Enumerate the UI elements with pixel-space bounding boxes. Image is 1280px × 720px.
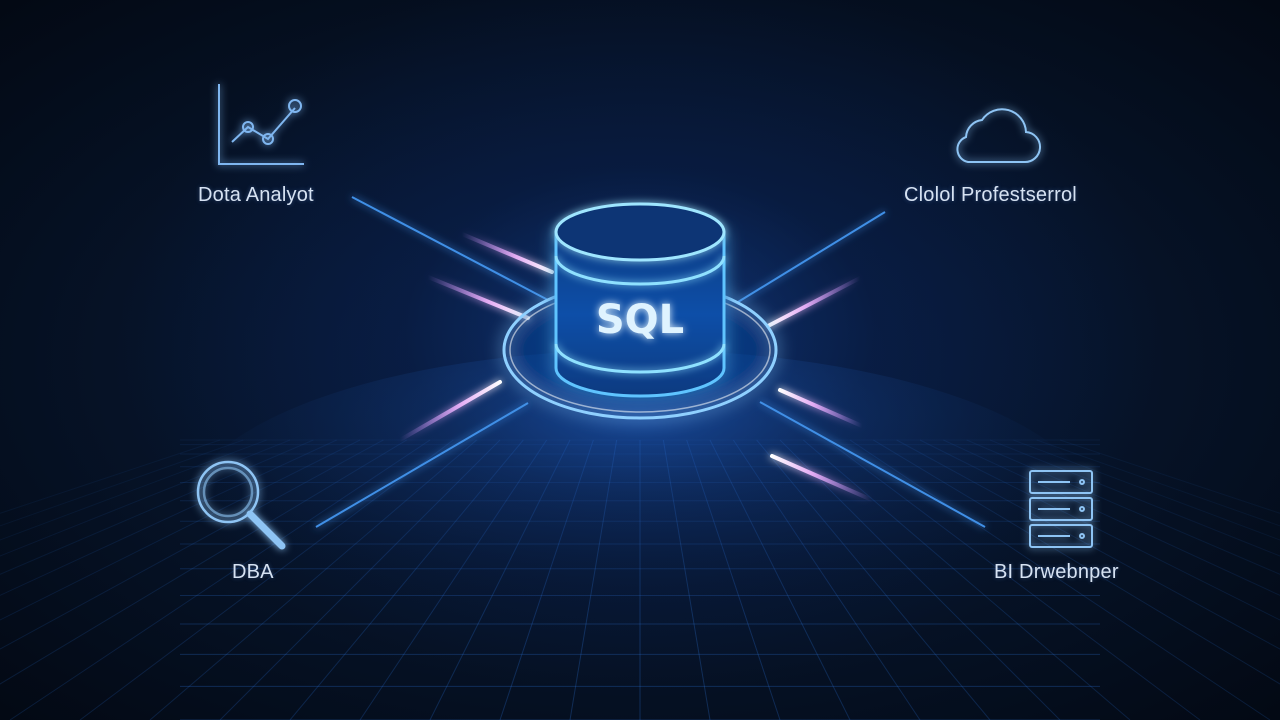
magnifier-handle <box>246 510 286 550</box>
server-led <box>1079 479 1085 485</box>
magnifier-lens <box>196 460 260 524</box>
server-led <box>1079 533 1085 539</box>
role-label-bi-developer: BI Drwebnper <box>994 561 1119 583</box>
server-unit <box>1029 524 1093 548</box>
chart-line <box>231 107 296 143</box>
cloud-icon <box>956 108 1042 164</box>
database-band-upper <box>554 255 726 286</box>
cloud-outline <box>956 108 1042 164</box>
chart-point <box>288 99 302 113</box>
database-body <box>554 230 726 398</box>
chart-point <box>262 133 274 145</box>
grid-line <box>1036 439 1280 527</box>
role-label-cloud-professional: Clolol Profestserrol <box>904 184 1077 206</box>
connector-line-bi-developer <box>759 401 986 528</box>
magnifier-icon <box>196 460 286 550</box>
beam-upper-left <box>460 232 554 274</box>
beam-upper-right <box>766 276 862 328</box>
grid-line <box>989 439 1280 557</box>
grid-line <box>0 439 267 541</box>
server-unit <box>1029 470 1093 494</box>
server-unit <box>1029 497 1093 521</box>
connector-lines <box>315 196 986 528</box>
magnifier-lens-inner <box>202 466 254 518</box>
beam-lower-left <box>398 380 502 442</box>
database-top <box>554 202 726 262</box>
grid-line <box>0 439 221 514</box>
light-beams <box>398 232 874 502</box>
connector-line-cloud-professional <box>737 211 886 303</box>
server-rack-icon <box>1029 470 1093 548</box>
beam-mid-left <box>426 275 530 320</box>
grid-line <box>0 439 244 527</box>
database-cylinder-icon: SQL <box>502 202 778 420</box>
grid-line <box>0 439 291 557</box>
database-label: SQL <box>596 297 684 343</box>
connector-line-dba <box>315 402 529 528</box>
grid-line <box>1059 439 1280 514</box>
line-chart-icon <box>218 84 304 165</box>
database-band-lower <box>554 343 726 374</box>
beam-lower-right <box>770 454 874 502</box>
grid-line <box>1013 439 1280 541</box>
role-label-data-analyst: Dota Analyot <box>198 184 314 206</box>
chart-point <box>242 121 254 133</box>
chart-axes <box>218 84 304 165</box>
beam-mid-right <box>778 388 864 428</box>
server-led <box>1079 506 1085 512</box>
role-label-dba: DBA <box>232 561 274 583</box>
connector-line-data-analyst <box>351 196 549 301</box>
